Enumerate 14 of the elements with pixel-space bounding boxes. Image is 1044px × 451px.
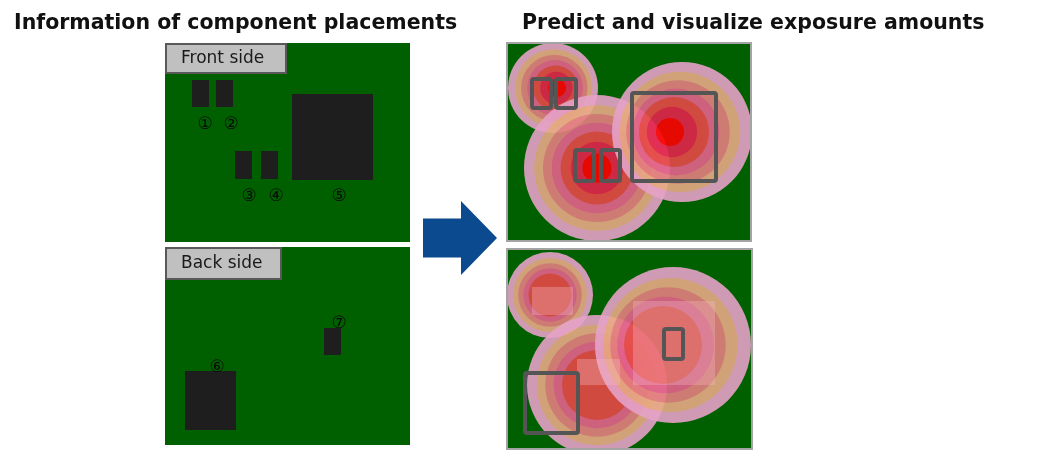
circuit-board xyxy=(165,247,410,445)
component-number: ⑦ xyxy=(331,313,347,331)
component-number: ⑤ xyxy=(331,186,347,204)
column-heading: Predict and visualize exposure amounts xyxy=(522,9,985,36)
component-number: ③ xyxy=(241,186,257,204)
component-number: ⑥ xyxy=(209,357,225,375)
component-number: ② xyxy=(223,114,239,132)
component-number: ① xyxy=(197,114,213,132)
side-label-tab: Back side xyxy=(165,247,282,280)
column-heading: Information of component placements xyxy=(14,9,458,36)
component-number: ④ xyxy=(268,186,284,204)
block-arrow xyxy=(423,201,497,275)
circuit-board xyxy=(165,43,410,242)
side-label-tab: Front side xyxy=(165,43,287,74)
